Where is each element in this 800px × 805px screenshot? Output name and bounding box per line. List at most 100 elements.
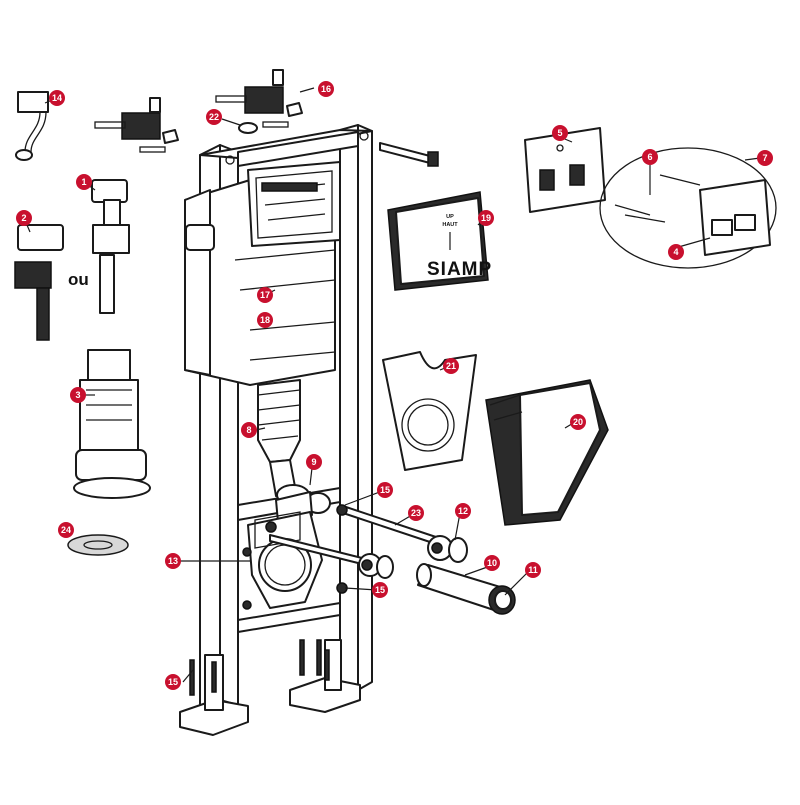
fill-valve-side — [91, 179, 130, 314]
callout-number: 8 — [246, 425, 251, 435]
callout-badge: 5 — [552, 125, 568, 141]
callout-badge-circle — [165, 553, 181, 569]
mounting-plate — [524, 127, 606, 213]
callout-badge: 3 — [70, 387, 86, 403]
valve-seal — [67, 534, 129, 556]
anchor-bolts — [189, 639, 330, 696]
callout-badge: 9 — [306, 454, 322, 470]
callout-badge: 21 — [443, 358, 459, 374]
callout-badge-circle — [257, 312, 273, 328]
callout-badge-circle — [757, 150, 773, 166]
callout-number: 15 — [375, 585, 385, 595]
callout-number: 7 — [762, 153, 767, 163]
callout-badge-circle — [484, 555, 500, 571]
callout-badge: 7 — [757, 150, 773, 166]
callout-number: 13 — [168, 556, 178, 566]
callout-number: 14 — [52, 93, 62, 103]
callout-badge-circle — [552, 125, 568, 141]
callout-number: 22 — [209, 112, 219, 122]
detail-magnifier — [599, 147, 777, 269]
flush-pipe — [257, 379, 301, 497]
callout-badge: 10 — [484, 555, 500, 571]
flush-plate-cover: UP HAUT SIAMP — [387, 191, 492, 291]
callout-badge-circle — [443, 358, 459, 374]
callout-badge-circle — [570, 414, 586, 430]
callout-badge: 18 — [257, 312, 273, 328]
callout-badge: 2 — [16, 210, 32, 226]
callout-number: 5 — [557, 128, 562, 138]
callout-badge-circle — [642, 149, 658, 165]
callout-number: 6 — [647, 152, 652, 162]
fill-valve-bottom — [14, 224, 64, 341]
wall-brackets — [94, 69, 303, 153]
callout-number: 9 — [311, 457, 316, 467]
callout-badge: 17 — [257, 287, 273, 303]
callout-number: 3 — [75, 390, 80, 400]
callout-badge: 13 — [165, 553, 181, 569]
callout-badge: 19 — [478, 210, 494, 226]
pan-support-bracket — [247, 511, 323, 609]
callout-number: 12 — [458, 506, 468, 516]
callout-badge: 12 — [455, 503, 471, 519]
long-bolt — [379, 142, 439, 167]
alternative-label: ou — [68, 270, 89, 289]
cistern — [184, 161, 341, 386]
callout-number: 17 — [260, 290, 270, 300]
callout-badge-circle — [241, 422, 257, 438]
wall-template — [382, 351, 477, 471]
callout-badge-circle — [525, 562, 541, 578]
callout-badge: 23 — [408, 505, 424, 521]
callout-badge-circle — [76, 174, 92, 190]
callout-badge: 15 — [377, 482, 393, 498]
callout-badge: 15 — [165, 674, 181, 690]
callout-number: 20 — [573, 417, 583, 427]
callout-badge: 14 — [49, 90, 65, 106]
installation-frame — [179, 124, 373, 736]
callout-badge-circle — [408, 505, 424, 521]
callout-number: 2 — [21, 213, 26, 223]
callout-badge-circle — [455, 503, 471, 519]
callout-badge: 6 — [642, 149, 658, 165]
flush-valve — [73, 349, 151, 499]
callout-number: 23 — [411, 508, 421, 518]
callout-number: 4 — [673, 247, 678, 257]
callout-number: 15 — [168, 677, 178, 687]
angle-valve — [15, 91, 49, 161]
fixing-caps — [358, 535, 468, 579]
callout-number: 21 — [446, 361, 456, 371]
callout-badge: 24 — [58, 522, 74, 538]
callout-badge-circle — [165, 674, 181, 690]
callout-badge: 20 — [570, 414, 586, 430]
callout-badge-circle — [478, 210, 494, 226]
callout-number: 18 — [260, 315, 270, 325]
callout-number: 10 — [487, 558, 497, 568]
callout-badge-circle — [16, 210, 32, 226]
cover-brand-logo: SIAMP — [427, 259, 492, 280]
callout-badge-circle — [49, 90, 65, 106]
callout-badge-circle — [372, 582, 388, 598]
callout-number: 15 — [380, 485, 390, 495]
callout-badge-circle — [257, 287, 273, 303]
callout-badge: 16 — [318, 81, 334, 97]
callout-number: 24 — [61, 525, 71, 535]
callout-badge: 1 — [76, 174, 92, 190]
callout-badge-circle — [58, 522, 74, 538]
callout-badge-circle — [306, 454, 322, 470]
drain-pipe — [416, 563, 516, 615]
callout-badge-circle — [318, 81, 334, 97]
callout-number: 11 — [528, 565, 538, 575]
nuts — [242, 504, 348, 610]
callout-badge: 8 — [241, 422, 257, 438]
cover-up-label: UP — [446, 214, 454, 220]
callout-badge: 22 — [206, 109, 222, 125]
callout-number: 1 — [81, 177, 86, 187]
callout-badge: 15 — [372, 582, 388, 598]
callout-number: 16 — [321, 84, 331, 94]
access-box — [485, 379, 609, 526]
callout-badge-circle — [377, 482, 393, 498]
cover-haut-label: HAUT — [442, 222, 458, 228]
callout-badge: 4 — [668, 244, 684, 260]
